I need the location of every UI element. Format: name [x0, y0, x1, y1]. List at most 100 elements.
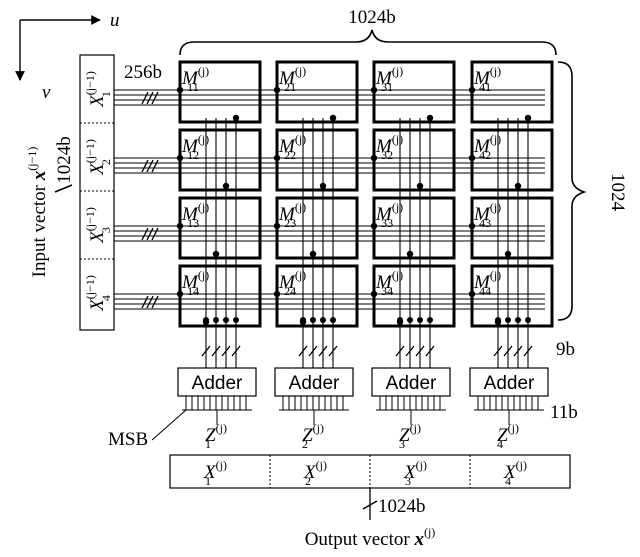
matrix-block-label: M(j)14	[181, 268, 209, 298]
column-bus-label: 9b	[556, 339, 575, 360]
matrix-block-label: M(j)21	[278, 64, 306, 94]
matrix-block-label: M(j)22	[278, 132, 306, 162]
bus-slash	[308, 345, 318, 357]
output-width-label: 1024b	[378, 496, 426, 517]
adder-box	[371, 367, 451, 397]
matrix-block-label: M(j)23	[278, 200, 306, 230]
bus-slash	[513, 345, 523, 357]
junction-dot	[406, 250, 414, 258]
junction-dot	[370, 222, 378, 230]
matrix-block-label: M(j)12	[181, 132, 209, 162]
matrix-block-label: M(j)24	[278, 268, 306, 298]
adder-label: Adder	[386, 373, 437, 394]
junction-dot	[370, 290, 378, 298]
input-segment-label: X(j−1)1	[83, 71, 113, 108]
junction-dot	[273, 154, 281, 162]
junction-dot	[203, 317, 209, 323]
output-vector-label: Output vector x(j)	[305, 525, 436, 550]
adder-output-width-label: 11b	[550, 402, 578, 423]
matrix-block-label: M(j)32	[375, 132, 403, 162]
bus-slash	[151, 227, 159, 241]
top-width-label: 1024b	[348, 7, 396, 28]
output-segment-label: X(j)2	[303, 458, 327, 488]
svg-text:X(j−1)2: X(j−1)2	[83, 139, 113, 176]
bus-slash	[151, 295, 159, 309]
junction-dot	[176, 290, 184, 298]
matrix-block-label: M(j)11	[181, 64, 209, 94]
matrix-block-label: M(j)44	[473, 268, 501, 298]
bus-slash	[328, 345, 338, 357]
top-brace	[179, 29, 557, 56]
right-brace	[557, 61, 587, 321]
junction-dot	[330, 317, 336, 323]
bus-slash	[298, 345, 308, 357]
adder-output-label: Z(j)2	[302, 421, 324, 451]
junction-dot	[426, 114, 434, 122]
junction-dot	[416, 182, 424, 190]
bus-slash	[405, 345, 415, 357]
bus-slash	[141, 227, 149, 241]
junction-dot	[495, 317, 501, 323]
bus-slash	[151, 159, 159, 173]
junction-dot	[427, 317, 433, 323]
u-axis-label: u	[110, 10, 120, 31]
svg-text:X(j−1)3: X(j−1)3	[83, 207, 113, 244]
junction-dot	[370, 86, 378, 94]
junction-dot	[320, 317, 326, 323]
msb-pointer	[151, 409, 187, 441]
junction-dot	[468, 86, 476, 94]
junction-dot	[468, 154, 476, 162]
bus-slash	[231, 345, 241, 357]
input-register	[79, 54, 115, 331]
input-width-label: 1024b	[54, 136, 75, 184]
junction-dot	[468, 290, 476, 298]
junction-dot	[515, 317, 521, 323]
junction-dot	[417, 317, 423, 323]
junction-dot	[407, 317, 413, 323]
adder-label: Adder	[289, 373, 340, 394]
input-vector-label: Input vector x(j−1)	[25, 147, 50, 278]
adder-output-label: Z(j)4	[497, 421, 519, 451]
adder-box	[274, 367, 354, 397]
bus-slash	[141, 159, 149, 173]
input-tick	[54, 184, 73, 193]
junction-dot	[525, 317, 531, 323]
junction-dot	[468, 222, 476, 230]
bus-slash	[211, 345, 221, 357]
bus-slash	[151, 91, 159, 105]
right-height-label: 1024	[607, 173, 628, 212]
axis-indicator: u v	[15, 10, 120, 103]
matrix-block-label: M(j)42	[473, 132, 501, 162]
input-segment-label: X(j−1)3	[83, 207, 113, 244]
bus-slash	[425, 345, 435, 357]
bus-slash	[503, 345, 513, 357]
bus-slash	[415, 345, 425, 357]
bus-slash	[221, 345, 231, 357]
bus-slash	[146, 91, 154, 105]
junction-dot	[397, 317, 403, 323]
output-segment-label: X(j)1	[203, 458, 227, 488]
input-segment-label: X(j−1)2	[83, 139, 113, 176]
bus-slash	[141, 91, 149, 105]
bus-slash	[318, 345, 328, 357]
adder-label: Adder	[192, 373, 243, 394]
svg-text:Input vector x(j−1): Input vector x(j−1)	[25, 147, 50, 278]
junction-dot	[273, 86, 281, 94]
bus-slash	[146, 227, 154, 241]
adder-box	[469, 367, 549, 397]
svg-text:X(j−1)4: X(j−1)4	[83, 275, 113, 312]
v-axis-label: v	[42, 82, 51, 103]
input-segment-label: X(j−1)4	[83, 275, 113, 312]
junction-dot	[370, 154, 378, 162]
adder-box	[177, 367, 257, 397]
junction-dot	[212, 250, 220, 258]
bus-slash	[146, 295, 154, 309]
segment-width-label: 256b	[124, 62, 162, 83]
junction-dot	[300, 317, 306, 323]
junction-dot	[223, 317, 229, 323]
junction-dot	[514, 182, 522, 190]
adder-output-label: Z(j)3	[399, 421, 421, 451]
bus-slash	[493, 345, 503, 357]
matrix-block-label: M(j)34	[375, 268, 403, 298]
